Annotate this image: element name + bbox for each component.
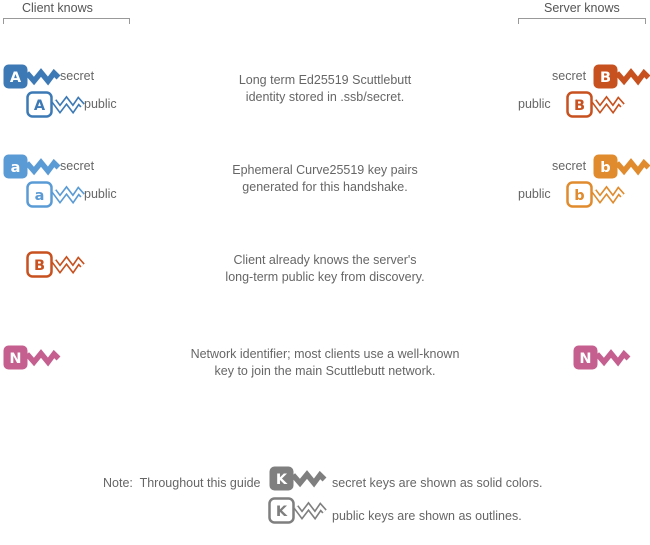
svg-text:b: b xyxy=(574,188,584,204)
client-longterm-public-label: public xyxy=(84,97,117,111)
svg-text:A: A xyxy=(10,70,22,86)
server-ephemeral-public-label: public xyxy=(518,187,551,201)
server-pubkey-description-line1: Client already knows the server's xyxy=(233,253,417,267)
server-network-key-icon: N xyxy=(573,345,631,370)
network-description-line1: Network identifier; most clients use a w… xyxy=(190,347,460,361)
client-ephemeral-public-label: public xyxy=(84,187,117,201)
svg-text:K: K xyxy=(276,472,288,488)
server-ephemeral-secret-key-icon: b xyxy=(593,154,650,179)
note-public-key-icon: K xyxy=(268,497,327,524)
server-longterm-secret-key-icon: B xyxy=(593,64,650,89)
server-pubkey-description: Client already knows the server's long-t… xyxy=(130,252,520,286)
ephemeral-description-line2: generated for this handshake. xyxy=(242,180,408,194)
note-public-text: public keys are shown as outlines. xyxy=(332,509,522,523)
network-description-line2: key to join the main Scuttlebutt network… xyxy=(214,364,436,378)
svg-text:N: N xyxy=(579,351,591,367)
server-longterm-public-label: public xyxy=(518,97,551,111)
server-longterm-public-key-icon: B xyxy=(566,91,625,118)
svg-text:b: b xyxy=(600,160,610,176)
svg-text:K: K xyxy=(276,504,288,520)
svg-text:N: N xyxy=(9,351,21,367)
note-secret-key-icon: K xyxy=(269,466,327,491)
svg-text:B: B xyxy=(34,258,45,274)
client-ephemeral-secret-label: secret xyxy=(60,159,95,173)
ephemeral-description-line1: Ephemeral Curve25519 key pairs xyxy=(232,163,418,177)
client-longterm-public-key-icon: A xyxy=(26,91,85,118)
note-secret-text: secret keys are shown as solid colors. xyxy=(332,476,543,490)
client-knows-header: Client knows xyxy=(22,1,93,15)
server-pubkey-description-line2: long-term public key from discovery. xyxy=(225,270,425,284)
svg-text:a: a xyxy=(35,188,45,204)
client-known-server-public-key-icon: B xyxy=(26,251,85,278)
client-column-bracket xyxy=(3,18,130,24)
svg-text:a: a xyxy=(11,160,21,176)
server-ephemeral-public-key-icon: b xyxy=(566,181,625,208)
identity-description-line2: identity stored in .ssb/secret. xyxy=(245,90,405,104)
server-column-bracket xyxy=(518,18,646,24)
identity-description: Long term Ed25519 Scuttlebutt identity s… xyxy=(130,72,520,106)
svg-text:B: B xyxy=(574,98,585,114)
client-ephemeral-public-key-icon: a xyxy=(26,181,85,208)
ephemeral-description: Ephemeral Curve25519 key pairs generated… xyxy=(130,162,520,196)
note-prefix: Note: Throughout this guide xyxy=(103,476,261,490)
server-ephemeral-secret-label: secret xyxy=(552,159,587,173)
client-ephemeral-secret-key-icon: a xyxy=(3,154,61,179)
server-longterm-secret-label: secret xyxy=(552,69,587,83)
client-longterm-secret-key-icon: A xyxy=(3,64,61,89)
network-description: Network identifier; most clients use a w… xyxy=(130,346,520,380)
identity-description-line1: Long term Ed25519 Scuttlebutt xyxy=(238,73,412,87)
client-network-key-icon: N xyxy=(3,345,61,370)
svg-text:B: B xyxy=(600,70,611,86)
client-longterm-secret-label: secret xyxy=(60,69,95,83)
server-knows-header: Server knows xyxy=(544,1,620,15)
svg-text:A: A xyxy=(34,98,46,114)
